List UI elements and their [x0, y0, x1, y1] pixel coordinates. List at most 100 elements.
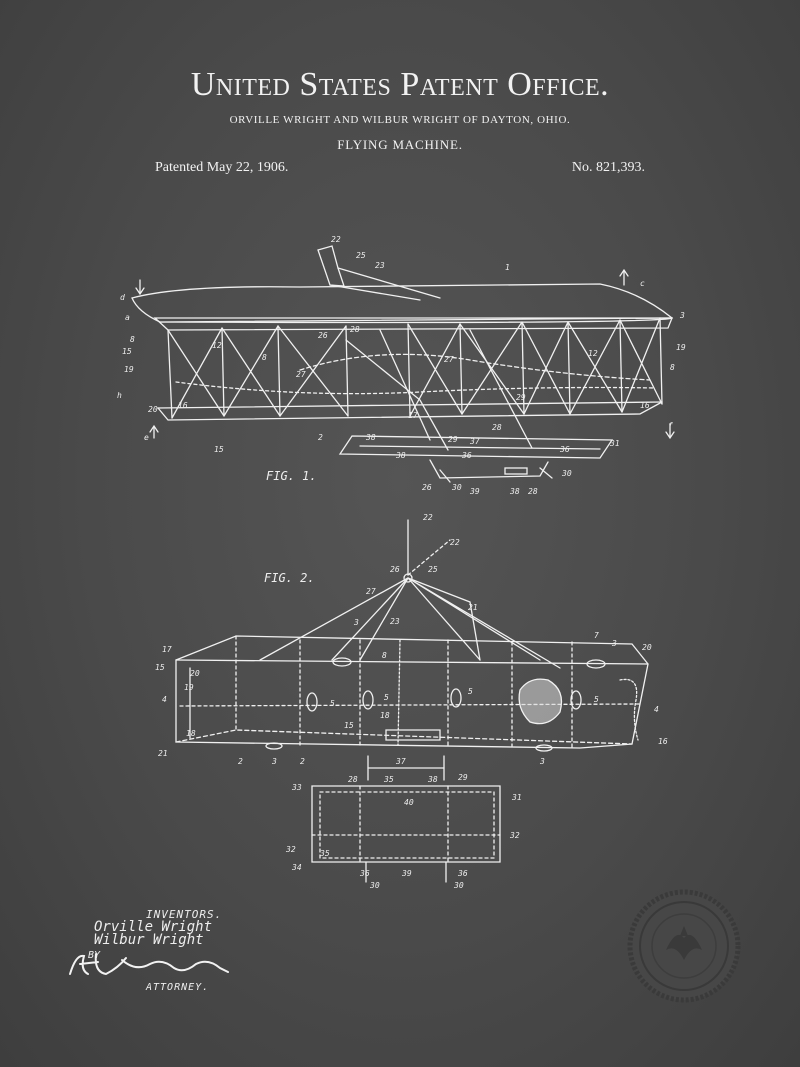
attorney-signature: [69, 953, 229, 976]
svg-text:h: h: [117, 391, 122, 400]
svg-text:20: 20: [148, 405, 158, 414]
svg-text:40: 40: [404, 798, 414, 807]
svg-text:2: 2: [238, 757, 243, 766]
svg-text:29: 29: [458, 773, 468, 782]
svg-text:30: 30: [561, 469, 572, 478]
svg-text:17: 17: [162, 645, 172, 654]
patent-number: No. 821,393.: [571, 160, 645, 175]
svg-text:15: 15: [214, 445, 224, 454]
office-title: United States Patent Office.: [190, 66, 610, 103]
inventors-heading: INVENTORS.: [146, 908, 223, 921]
svg-text:4: 4: [654, 705, 659, 714]
svg-text:16: 16: [178, 401, 188, 410]
svg-text:38: 38: [395, 451, 406, 460]
svg-text:39: 39: [401, 869, 412, 878]
svg-text:29: 29: [448, 435, 458, 444]
svg-text:28: 28: [492, 423, 502, 432]
svg-text:4: 4: [162, 695, 167, 704]
svg-text:1: 1: [505, 263, 510, 272]
svg-text:34: 34: [291, 863, 302, 872]
svg-text:16: 16: [640, 401, 650, 410]
attorney-label: ATTORNEY.: [146, 982, 210, 993]
svg-text:38: 38: [509, 487, 520, 496]
fig2-label: FIG. 2.: [264, 571, 315, 585]
svg-text:2: 2: [318, 433, 323, 442]
svg-text:3: 3: [679, 311, 685, 320]
svg-text:27: 27: [366, 587, 376, 596]
svg-text:36: 36: [559, 445, 570, 454]
svg-text:18: 18: [186, 729, 196, 738]
fig2-drawing: [175, 519, 649, 883]
svg-text:16: 16: [658, 737, 668, 746]
svg-text:23: 23: [390, 617, 400, 626]
svg-text:8: 8: [262, 353, 267, 362]
svg-text:3: 3: [271, 757, 277, 766]
svg-text:38: 38: [427, 775, 438, 784]
svg-text:22: 22: [423, 513, 433, 522]
svg-text:5: 5: [594, 695, 599, 704]
svg-text:35: 35: [383, 775, 394, 784]
svg-text:22: 22: [331, 235, 341, 244]
svg-text:37: 37: [395, 757, 406, 766]
svg-text:8: 8: [130, 335, 135, 344]
svg-text:e: e: [144, 433, 149, 442]
svg-text:35: 35: [319, 849, 330, 858]
svg-text:19: 19: [184, 683, 194, 692]
svg-text:3: 3: [611, 639, 617, 648]
svg-text:30: 30: [369, 881, 380, 890]
svg-text:5: 5: [330, 699, 335, 708]
svg-text:36: 36: [359, 869, 370, 878]
svg-text:22: 22: [450, 538, 460, 547]
inventor-signature-1: Orville Wright: [94, 919, 213, 935]
by-label: BY: [88, 950, 101, 961]
svg-text:31: 31: [511, 793, 522, 802]
svg-text:25: 25: [356, 251, 366, 260]
svg-text:3: 3: [539, 757, 545, 766]
svg-text:28: 28: [528, 487, 538, 496]
svg-text:d: d: [120, 293, 125, 302]
svg-text:c: c: [640, 279, 645, 288]
inventor-signature-2: Wilbur Wright: [94, 932, 204, 948]
svg-text:7: 7: [594, 631, 599, 640]
svg-text:8: 8: [382, 651, 387, 660]
svg-text:21: 21: [468, 603, 478, 612]
svg-text:23: 23: [375, 261, 385, 270]
svg-text:a: a: [125, 313, 130, 322]
svg-text:12: 12: [212, 341, 222, 350]
svg-text:36: 36: [457, 869, 468, 878]
svg-text:25: 25: [428, 565, 438, 574]
svg-text:26: 26: [422, 483, 432, 492]
svg-text:3: 3: [353, 618, 359, 627]
svg-text:15: 15: [122, 347, 132, 356]
patent-date: Patented May 22, 1906.: [155, 160, 289, 175]
svg-text:15: 15: [155, 663, 165, 672]
svg-text:28: 28: [350, 325, 360, 334]
svg-text:30: 30: [451, 483, 462, 492]
svg-text:5: 5: [468, 687, 473, 696]
svg-text:20: 20: [642, 643, 652, 652]
svg-text:20: 20: [190, 669, 200, 678]
svg-text:32: 32: [509, 831, 520, 840]
svg-text:31: 31: [609, 439, 620, 448]
fig1-label: FIG. 1.: [266, 469, 317, 483]
svg-text:38: 38: [365, 433, 376, 442]
svg-text:37: 37: [469, 437, 480, 446]
inventors-signature-block: INVENTORS. Orville Wright Wilbur Wright …: [88, 908, 222, 962]
svg-text:5: 5: [384, 693, 389, 702]
svg-text:17: 17: [408, 411, 418, 420]
fig1-drawing: [131, 245, 675, 483]
svg-text:26: 26: [390, 565, 400, 574]
svg-text:19: 19: [676, 343, 686, 352]
svg-text:36: 36: [461, 451, 472, 460]
svg-text:29: 29: [516, 393, 526, 402]
svg-text:8: 8: [670, 363, 675, 372]
svg-text:18: 18: [380, 711, 390, 720]
svg-text:2: 2: [300, 757, 305, 766]
inventors-line: ORVILLE WRIGHT AND WILBUR WRIGHT OF DAYT…: [229, 114, 571, 126]
svg-text:19: 19: [124, 365, 134, 374]
svg-text:f: f: [668, 421, 673, 430]
svg-text:27: 27: [296, 370, 306, 379]
svg-text:33: 33: [291, 783, 302, 792]
